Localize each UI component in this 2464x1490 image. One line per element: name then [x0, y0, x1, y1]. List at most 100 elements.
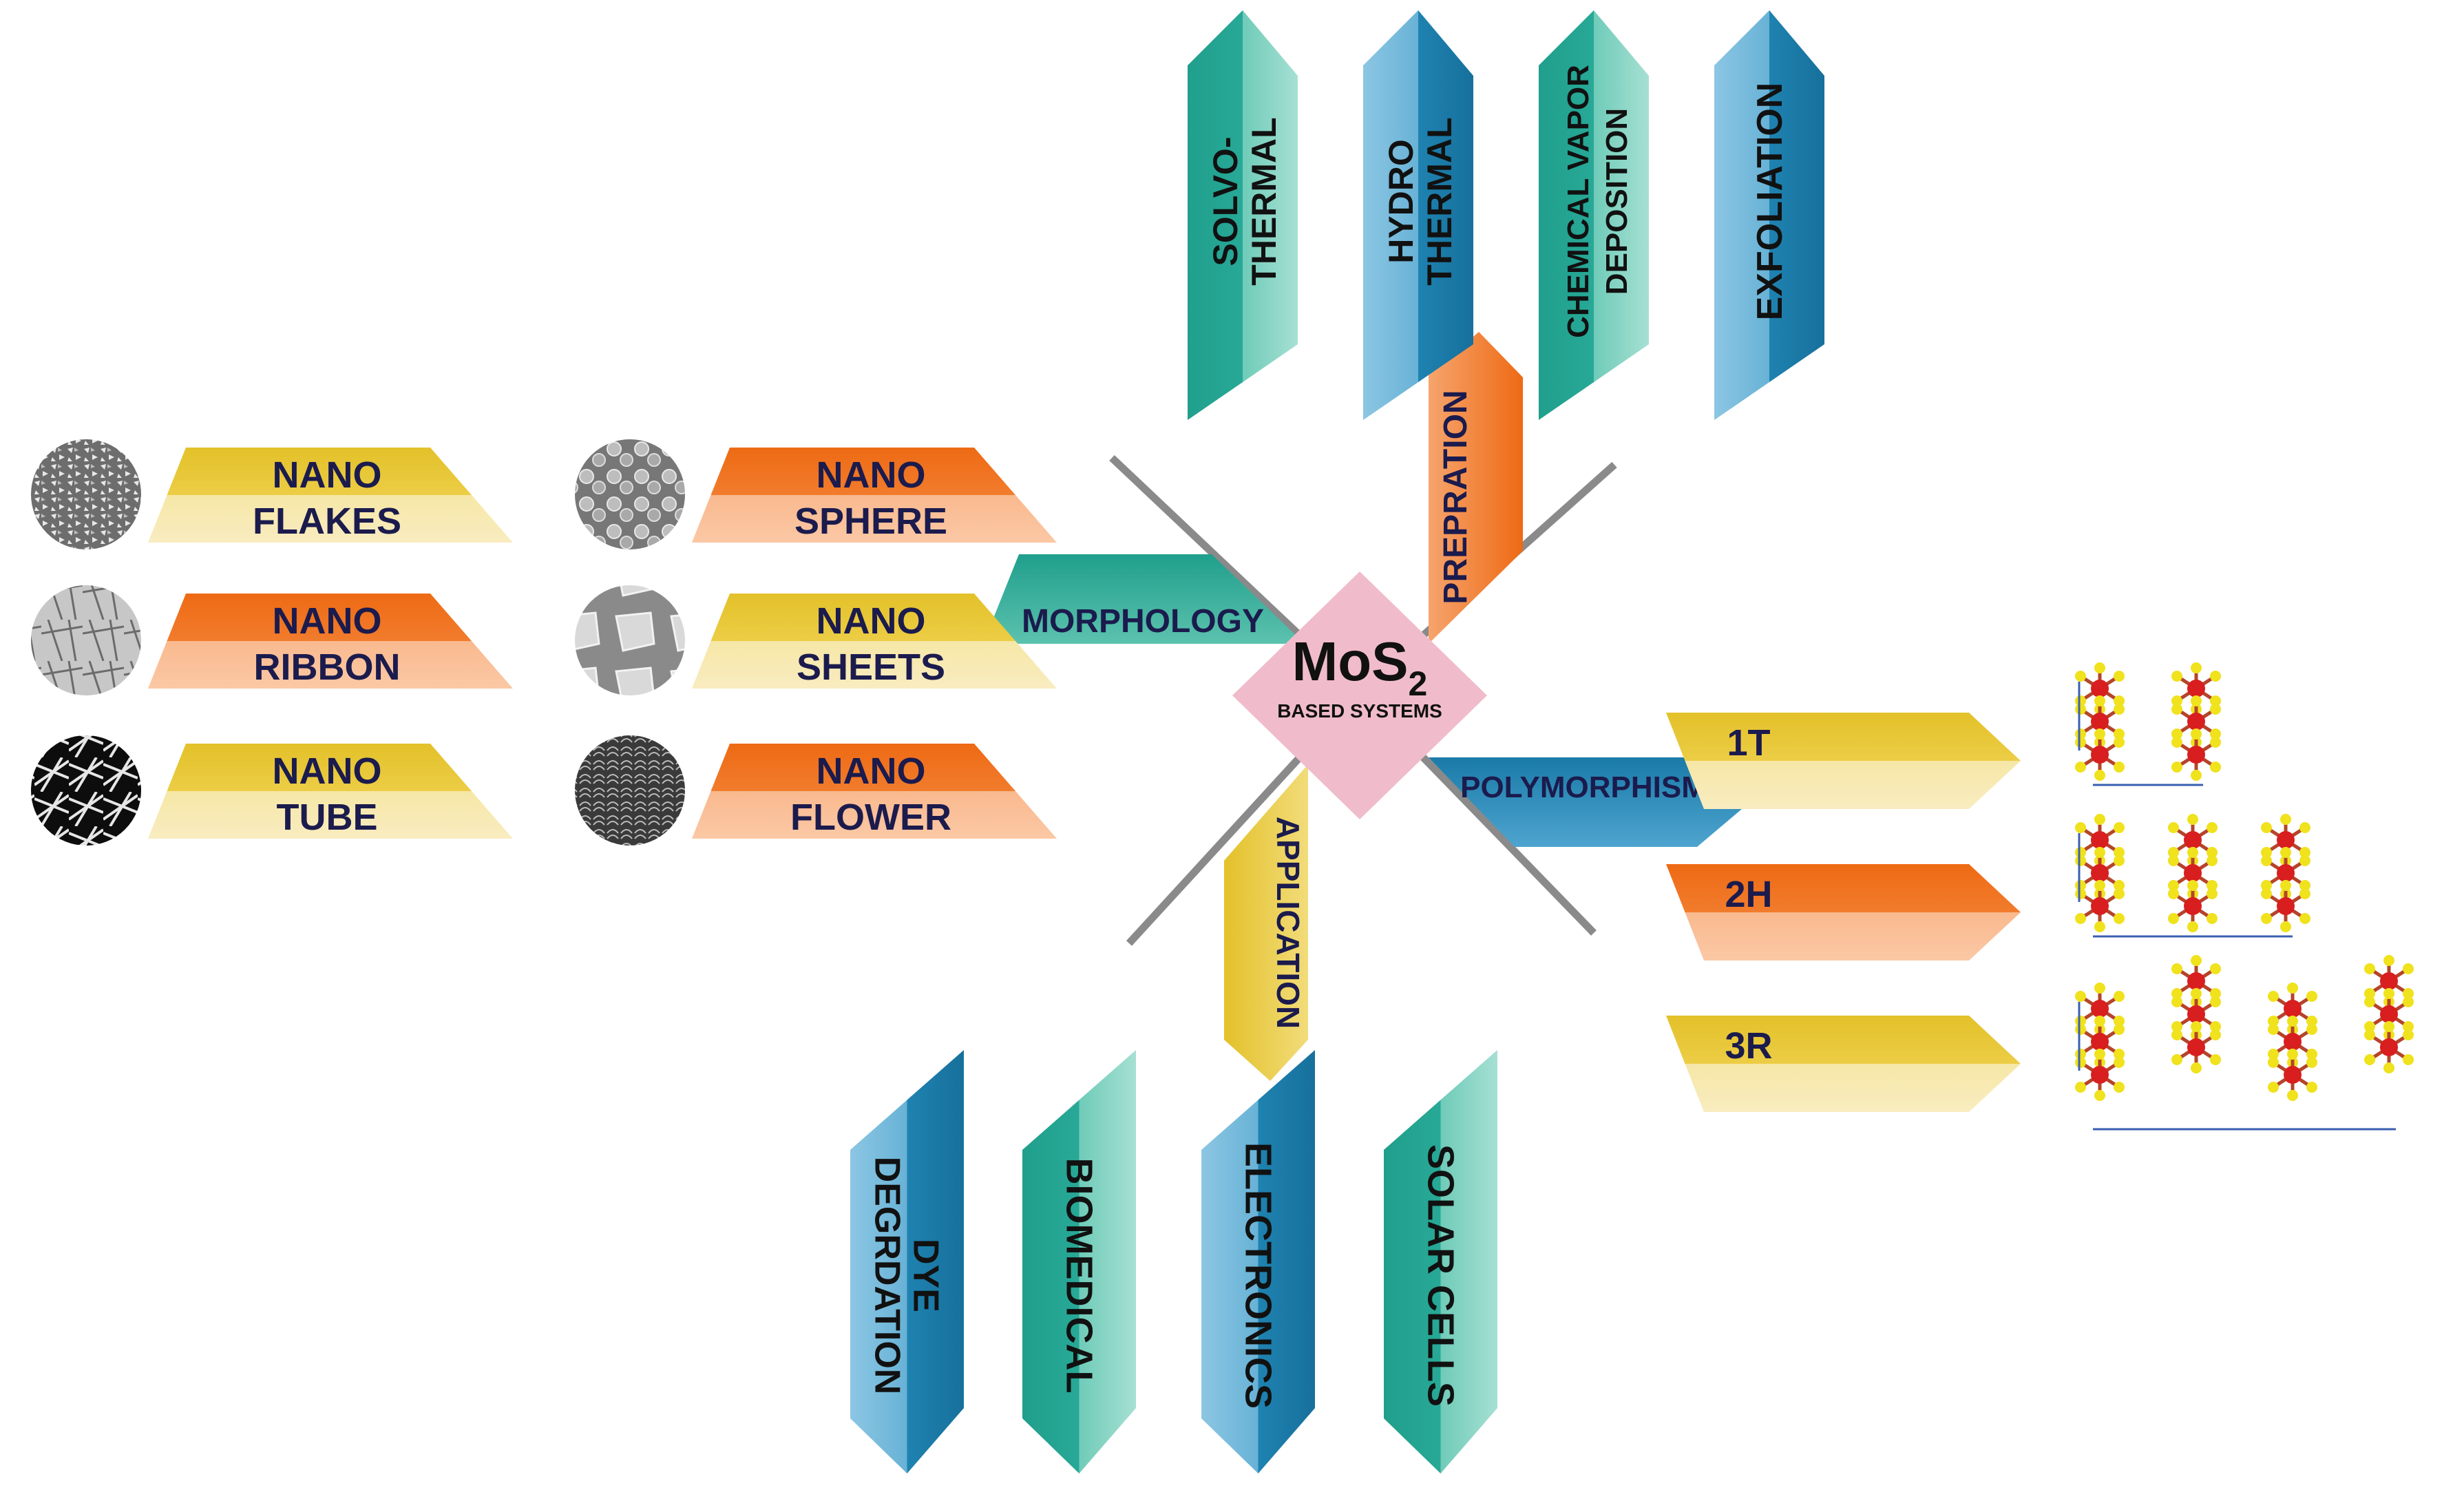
application-line1: SOLAR CELLS	[1420, 1144, 1462, 1407]
morphology-line1: NANO	[273, 454, 382, 496]
sulfur-atom	[2210, 762, 2221, 773]
sulfur-atom	[2187, 847, 2198, 858]
sulfur-atom	[2306, 1016, 2317, 1027]
morphology-line2: TUBE	[277, 797, 378, 838]
molybdenum-atom	[2091, 1066, 2109, 1084]
sulfur-atom	[2168, 847, 2179, 858]
sulfur-atom	[2075, 704, 2086, 715]
sulfur-atom	[2210, 963, 2221, 974]
sulfur-atom	[2261, 880, 2272, 891]
sulfur-atom	[2075, 671, 2086, 682]
sulfur-atom	[2114, 888, 2125, 899]
sulfur-atom	[2094, 1016, 2105, 1027]
sulfur-atom	[2210, 1029, 2221, 1040]
sulfur-atom	[2306, 991, 2317, 1002]
sulfur-atom	[2094, 1090, 2105, 1101]
sulfur-atom	[2168, 855, 2179, 866]
morphology-item-tube: NANO TUBE	[28, 733, 513, 848]
center-node: MoS2 BASED SYSTEMS	[1232, 571, 1487, 819]
application-bar	[850, 1050, 964, 1473]
sulfur-atom	[2114, 695, 2125, 706]
crystal-structure-2h	[2075, 814, 2310, 938]
polymorph-3r: 3R	[1666, 955, 2414, 1131]
morphology-tag-flakes	[148, 448, 513, 543]
sulfur-atom	[2191, 1062, 2202, 1073]
sulfur-atom	[2403, 1054, 2414, 1065]
sulfur-atom	[2191, 662, 2202, 673]
sulfur-atom	[2075, 913, 2086, 924]
sulfur-atom	[2306, 1024, 2317, 1035]
sulfur-atom	[2261, 855, 2272, 866]
preparation-line1: HYDRO	[1382, 139, 1420, 264]
sulfur-atom	[2210, 671, 2221, 682]
sulfur-atom	[2403, 1029, 2414, 1040]
sulfur-atom	[2207, 888, 2218, 899]
branch-morphology: MORPHOLOGY	[983, 554, 1305, 644]
sulfur-atom	[2306, 1057, 2317, 1068]
sulfur-atom	[2191, 770, 2202, 781]
morphology-line1: NANO	[817, 751, 926, 792]
polymorph-tag	[1666, 713, 2021, 809]
sulfur-atom	[2280, 880, 2291, 891]
molybdenum-atom	[2091, 713, 2109, 731]
sulfur-atom	[2191, 1021, 2202, 1032]
crystal-structure-1t	[2075, 662, 2221, 786]
sulfur-atom	[2280, 847, 2291, 858]
preparation-bar	[1714, 10, 1824, 420]
sulfur-atom	[2299, 847, 2310, 858]
sulfur-atom	[2171, 1021, 2182, 1032]
sulfur-atom	[2261, 913, 2272, 924]
sem-image-sheets	[572, 583, 688, 698]
sulfur-atom	[2268, 1024, 2279, 1035]
sulfur-atom	[2383, 1021, 2394, 1032]
sulfur-atom	[2210, 704, 2221, 715]
sulfur-atom	[2094, 728, 2105, 739]
sulfur-atom	[2075, 880, 2086, 891]
morphology-items: NANOFLAKESNANORIBBONNANOTUBENANOSPHERENA…	[28, 437, 1057, 848]
sulfur-atom	[2268, 1016, 2279, 1027]
sulfur-atom	[2287, 1016, 2298, 1027]
sulfur-atom	[2171, 1029, 2182, 1040]
sulfur-atom	[2299, 822, 2310, 833]
sulfur-atom	[2168, 880, 2179, 891]
center-title: MoS2	[1292, 631, 1428, 703]
morphology-line1: NANO	[273, 751, 382, 792]
molybdenum-atom	[2187, 746, 2205, 764]
sulfur-atom	[2171, 988, 2182, 999]
sulfur-atom	[2207, 913, 2218, 924]
sulfur-atom	[2075, 737, 2086, 748]
morphology-line2: FLOWER	[790, 797, 951, 838]
sulfur-atom	[2114, 880, 2125, 891]
polymorph-label: 2H	[1725, 874, 1772, 915]
preparation-line2: THERMAL	[1245, 117, 1283, 285]
sulfur-atom	[2114, 1082, 2125, 1093]
molybdenum-atom	[2284, 1033, 2302, 1051]
sulfur-atom	[2094, 921, 2105, 932]
preparation-line2: THERMAL	[1420, 117, 1459, 285]
application-line1: DYE	[906, 1239, 946, 1312]
molybdenum-atom	[2187, 713, 2205, 731]
center-subtitle: BASED SYSTEMS	[1277, 700, 1442, 722]
molybdenum-atom	[2091, 1000, 2109, 1018]
sulfur-atom	[2280, 814, 2291, 825]
sulfur-atom	[2075, 822, 2086, 833]
sulfur-atom	[2364, 1021, 2375, 1032]
sulfur-atom	[2114, 728, 2125, 739]
sulfur-atom	[2075, 728, 2086, 739]
polymorph-tag	[1666, 864, 2021, 961]
polymorph-2h: 2H	[1666, 814, 2310, 961]
sulfur-atom	[2114, 847, 2125, 858]
sulfur-atom	[2268, 1082, 2279, 1093]
sulfur-atom	[2210, 996, 2221, 1007]
sulfur-atom	[2210, 1054, 2221, 1065]
sulfur-atom	[2171, 671, 2182, 682]
branch-polymorphism: POLYMORPHISM	[1429, 757, 1742, 847]
sulfur-atom	[2075, 991, 2086, 1002]
sulfur-atom	[2171, 704, 2182, 715]
preparation-method-0: SOLVO-THERMAL	[1188, 10, 1298, 420]
sulfur-atom	[2191, 728, 2202, 739]
sulfur-atom	[2114, 704, 2125, 715]
